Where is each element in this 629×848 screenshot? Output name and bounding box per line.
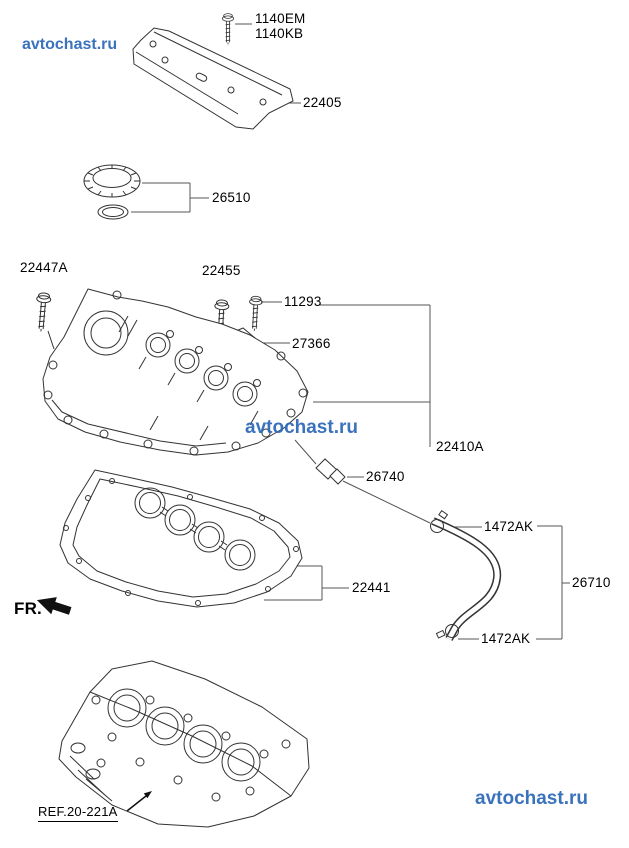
bolt-22447a-drawing bbox=[33, 291, 55, 350]
leader-lines bbox=[131, 23, 570, 640]
label-oil-filler-cap: 26510 bbox=[212, 190, 251, 205]
label-bolt-1140kb: 1140KB bbox=[255, 26, 304, 41]
label-pcv-valve: 26740 bbox=[366, 469, 405, 484]
hose-drawing bbox=[430, 509, 502, 641]
label-bolt-22455: 22455 bbox=[202, 263, 241, 278]
valve-cover-drawing bbox=[42, 288, 309, 456]
watermark-center: avtochast.ru bbox=[245, 417, 358, 438]
label-bolt-1140em: 1140EM bbox=[255, 11, 306, 26]
label-cylinder-head-ref: REF.20-221A bbox=[38, 805, 118, 822]
label-bracket-27366: 27366 bbox=[292, 336, 331, 351]
oil-cap-drawing bbox=[83, 164, 141, 220]
label-hose: 26710 bbox=[572, 575, 611, 590]
cylinder-head-drawing bbox=[58, 660, 310, 828]
label-front-marker: FR. bbox=[14, 599, 42, 618]
pcv-valve-drawing bbox=[315, 458, 346, 485]
label-bolt-11293: 11293 bbox=[284, 294, 322, 309]
gasket-drawing bbox=[59, 469, 303, 608]
label-gasket: 22441 bbox=[352, 580, 391, 595]
watermark-top-left: avtochast.ru bbox=[22, 36, 118, 53]
watermark-bottom-right: avtochast.ru bbox=[475, 788, 588, 809]
hose-clamp-top bbox=[430, 509, 449, 533]
label-clamp-bottom: 1472AK bbox=[481, 631, 531, 646]
label-baffle-plate: 22405 bbox=[303, 95, 342, 110]
baffle-plate-drawing bbox=[132, 27, 294, 130]
label-clamp-top: 1472AK bbox=[484, 519, 534, 534]
label-bolt-22447a: 22447A bbox=[20, 260, 68, 275]
bolt-11293-drawing bbox=[247, 295, 263, 332]
front-direction-arrow bbox=[36, 597, 72, 615]
ref-arrow bbox=[126, 791, 152, 812]
label-valve-cover: 22410A bbox=[436, 439, 484, 454]
hose-clamp-bottom bbox=[435, 624, 459, 639]
top-bolt-drawing bbox=[221, 13, 235, 45]
